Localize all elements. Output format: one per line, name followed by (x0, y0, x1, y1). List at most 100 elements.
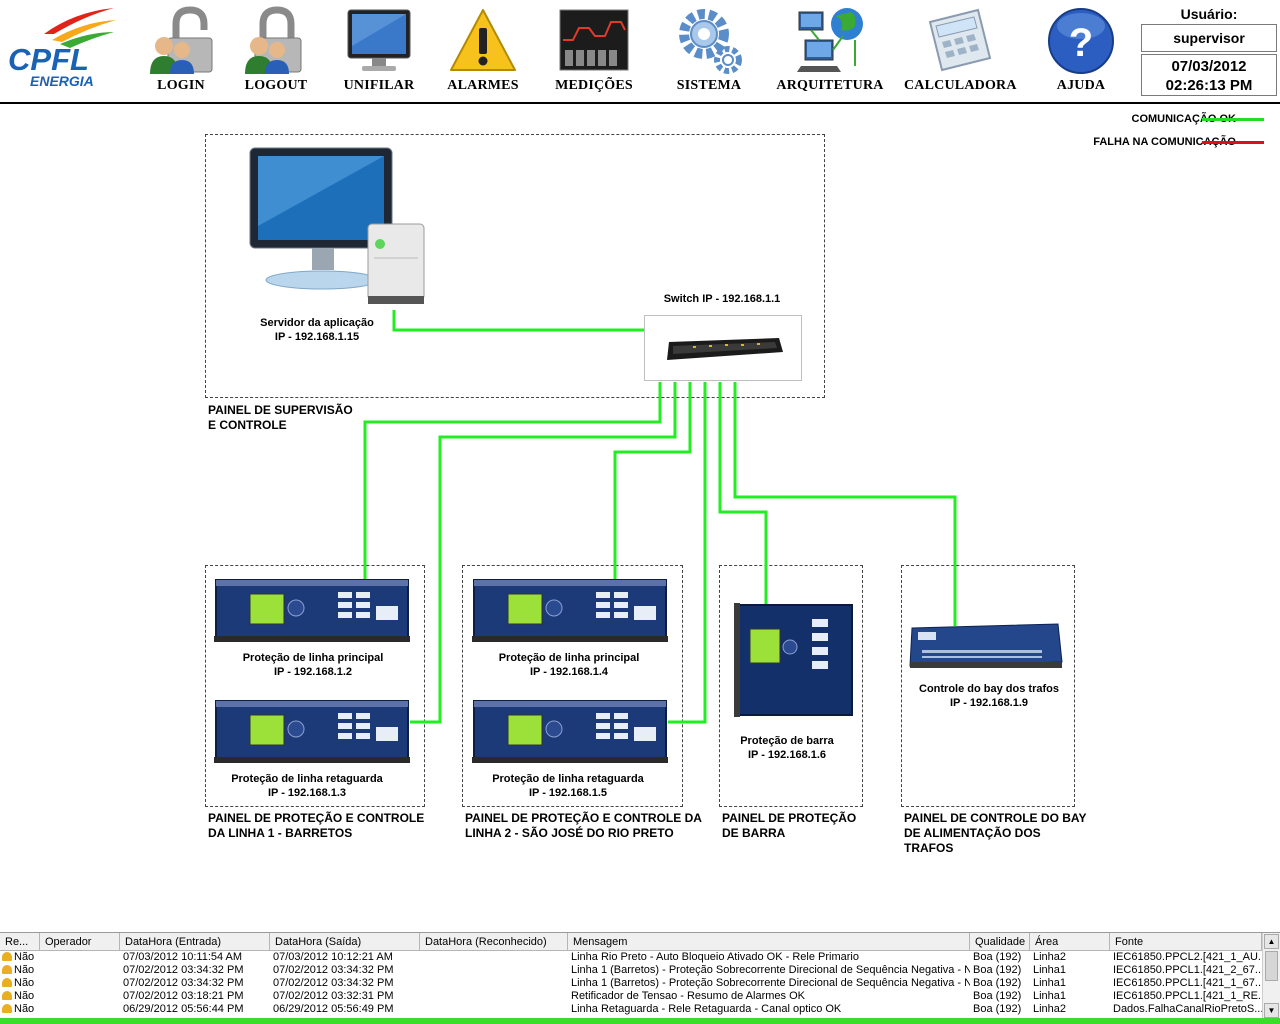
help-icon: ? (1048, 8, 1114, 74)
medicoes-label: MEDIÇÕES (555, 78, 633, 93)
alarm-cell (420, 1003, 568, 1016)
relay-l2-retaguarda-label: Proteção de linha retaguarda IP - 192.16… (492, 773, 644, 799)
col-datahora-saida[interactable]: DataHora (Saída) (270, 933, 420, 951)
alarm-cell (420, 951, 568, 964)
alarm-cell (420, 990, 568, 1003)
alarm-cell: Linha Retaguarda - Rele Retaguarda - Can… (571, 1003, 842, 1015)
alarm-grid: Re... Operador DataHora (Entrada) DataHo… (0, 932, 1280, 1024)
alarm-cell: Linha1 (1033, 977, 1067, 989)
link-switch-l2-principal (613, 382, 692, 580)
communication-status-bar (0, 1018, 1280, 1024)
relay-barra-label: Proteção de barra IP - 192.168.1.6 (740, 735, 834, 761)
calculator-icon (928, 8, 992, 72)
col-qualidade[interactable]: Qualidade (970, 933, 1030, 951)
medicoes-button[interactable]: MEDIÇÕES (548, 4, 640, 98)
clock-display: 07/03/2012 02:26:13 PM (1141, 54, 1277, 96)
alarm-bell-icon (2, 991, 12, 1000)
alarm-cell (40, 1003, 120, 1016)
scroll-down-icon[interactable]: ▼ (1264, 1003, 1279, 1018)
ajuda-button[interactable]: ? AJUDA (1040, 4, 1122, 98)
panel-linha1-label: PAINEL DE PROTEÇÃO E CONTROLE DA LINHA 1… (208, 811, 425, 840)
legend-fail-swatch (1202, 141, 1264, 144)
col-fonte[interactable]: Fonte (1110, 933, 1262, 951)
alarm-cell: Linha Rio Preto - Auto Bloqueio Ativado … (571, 951, 859, 963)
relay-barra-icon[interactable] (732, 603, 856, 717)
alarm-cell: Linha2 (1033, 951, 1067, 963)
user-name-field: supervisor (1141, 24, 1277, 52)
calculadora-label: CALCULADORA (904, 78, 1017, 93)
panel-linha2-label: PAINEL DE PROTEÇÃO E CONTROLE DA LINHA 2… (465, 811, 702, 840)
ajuda-label: AJUDA (1056, 78, 1106, 93)
alarm-row[interactable]: Não 07/02/2012 03:34:32 PM 07/02/2012 03:3… (0, 977, 1262, 990)
panel-barra-label: PAINEL DE PROTEÇÃO DE BARRA (722, 811, 857, 840)
alarm-cell: Não (0, 951, 40, 964)
alarm-cell: Não (0, 964, 40, 977)
padlock-user-icon (150, 6, 213, 74)
bay-controller-icon[interactable] (908, 622, 1064, 668)
col-datahora-reconhecido[interactable]: DataHora (Reconhecido) (420, 933, 568, 951)
relay-l2-retaguarda-icon[interactable] (472, 699, 668, 763)
monitor-icon (347, 9, 411, 71)
legend-ok-label: COMUNICAÇÃO OK (1131, 113, 1237, 125)
calculadora-button[interactable]: CALCULADORA (904, 4, 1017, 98)
alarm-cell (40, 951, 120, 964)
relay-l1-retaguarda-icon[interactable] (214, 699, 410, 763)
alarm-cell: Boa (192) (973, 990, 1022, 1002)
arquitetura-label: ARQUITETURA (776, 78, 884, 93)
legend-ok-swatch (1202, 118, 1264, 121)
clock-date: 07/03/2012 (1171, 58, 1247, 75)
alarm-cell: Linha 1 (Barretos) - Proteção Sobrecorre… (571, 977, 970, 989)
relay-l1-principal-icon[interactable] (214, 578, 410, 642)
col-reconhecido[interactable]: Re... (0, 933, 40, 951)
alarm-cell: Não (0, 977, 40, 990)
alarm-cell (40, 977, 120, 990)
alarm-cell: Boa (192) (973, 1003, 1022, 1015)
server-computer-icon (249, 147, 425, 304)
alarm-cell: Linha1 (1033, 964, 1067, 976)
legend-fail-label: FALHA NA COMUNICAÇÃO (1093, 136, 1236, 148)
network-switch-icon (667, 338, 783, 360)
alarm-cell: Boa (192) (973, 951, 1022, 963)
sistema-button[interactable]: SISTEMA (666, 4, 752, 98)
alarm-bell-icon (2, 952, 12, 961)
alarm-cell: 07/02/2012 03:34:32 PM (123, 977, 244, 989)
panel-bay (901, 565, 1075, 807)
alarm-cell: 07/02/2012 03:34:32 PM (273, 977, 394, 989)
relay-l2-principal-icon[interactable] (472, 578, 668, 642)
alarm-cell: Boa (192) (973, 977, 1022, 989)
alarm-cell: Dados.FalhaCanalRioPretoS... (1113, 1003, 1262, 1015)
arquitetura-button[interactable]: ARQUITETURA (774, 4, 886, 98)
legend-fail: FALHA NA COMUNICAÇÃO (1093, 136, 1236, 148)
alarm-cell: 07/02/2012 03:18:21 PM (123, 990, 244, 1002)
login-button[interactable]: LOGIN (141, 4, 221, 98)
switch-device[interactable] (644, 315, 802, 381)
alarm-cell: Linha1 (1033, 990, 1067, 1002)
alarm-cell: 06/29/2012 05:56:49 PM (273, 1003, 394, 1015)
col-mensagem[interactable]: Mensagem (568, 933, 970, 951)
unifilar-button[interactable]: UNIFILAR (335, 4, 423, 98)
alarmes-button[interactable]: ALARMES (440, 4, 526, 98)
alarm-bell-icon (2, 978, 12, 987)
col-datahora-entrada[interactable]: DataHora (Entrada) (120, 933, 270, 951)
legend-ok: COMUNICAÇÃO OK (1132, 113, 1237, 125)
scroll-up-icon[interactable]: ▲ (1264, 934, 1279, 949)
switch-label: Switch IP - 192.168.1.1 (663, 293, 781, 305)
alarm-cell: Linha 1 (Barretos) - Proteção Sobrecorre… (571, 964, 970, 976)
warning-icon (450, 9, 516, 71)
alarm-grid-scrollbar[interactable]: ▲ ▼ (1262, 933, 1280, 1019)
logout-label: LOGOUT (244, 78, 308, 93)
scroll-thumb[interactable] (1265, 951, 1278, 981)
col-operador[interactable]: Operador (40, 933, 120, 951)
user-caption: Usuário: (1180, 6, 1238, 22)
alarm-cell: IEC61850.PPCL1.[421_1_RE... (1113, 990, 1262, 1002)
top-toolbar: CPFL ENERGIA LOGIN LOGOUT (0, 0, 1280, 102)
col-area[interactable]: Área (1030, 933, 1110, 951)
link-switch-l1-principal (363, 382, 662, 580)
relay-l2-principal-label: Proteção de linha principal IP - 192.168… (498, 652, 640, 678)
logout-button[interactable]: LOGOUT (236, 4, 316, 98)
